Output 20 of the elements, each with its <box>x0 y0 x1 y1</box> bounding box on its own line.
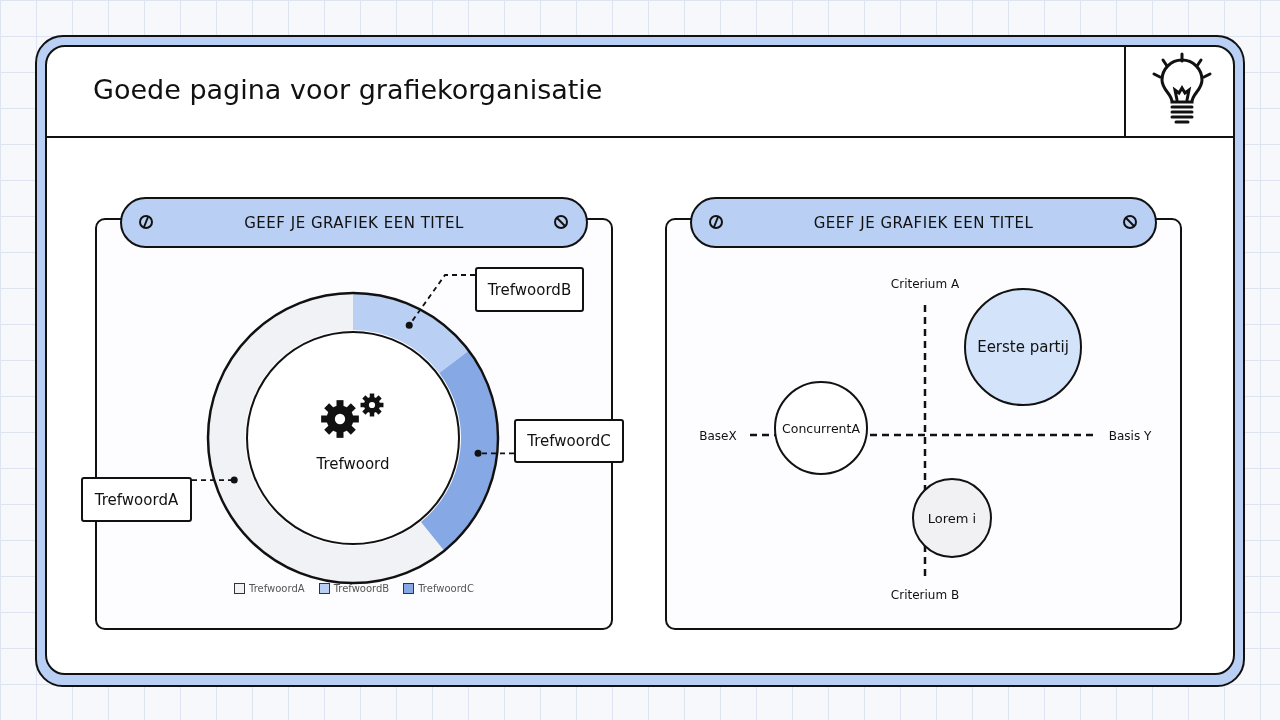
axis-label: Criterium A <box>890 277 960 291</box>
legend-label: TrefwoordA <box>249 583 305 594</box>
page-title: Goede pagina voor grafiekorganisatie <box>93 74 603 105</box>
callout-box: TrefwoordC <box>514 419 624 463</box>
title-band: GEEF JE GRAFIEK EEN TITEL <box>690 197 1157 248</box>
callout-box: TrefwoordB <box>475 267 584 312</box>
axis-label: Basis Y <box>1108 429 1152 443</box>
ring-segment <box>351 294 468 374</box>
leader-line <box>474 449 515 457</box>
leader-line <box>405 274 476 329</box>
legend-label: TrefwoordC <box>418 583 474 594</box>
axis-label: Criterium B <box>890 588 960 602</box>
title-band: GEEF JE GRAFIEK EEN TITEL <box>120 197 588 248</box>
axis-label: BaseX <box>699 429 737 443</box>
leader-line <box>191 476 238 484</box>
callout-box: TrefwoordA <box>81 477 192 522</box>
center-label: Trefwoord <box>316 455 390 473</box>
ring-segment <box>420 352 497 550</box>
legend-label: TrefwoordB <box>333 583 390 594</box>
ring-segment <box>209 294 443 582</box>
